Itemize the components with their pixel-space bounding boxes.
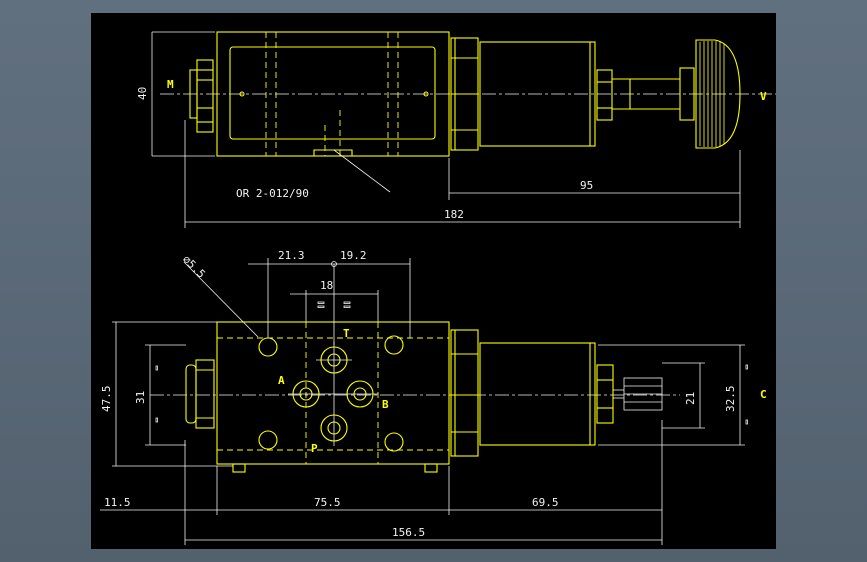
top-hex-nut bbox=[450, 37, 479, 151]
port-b-label: B bbox=[382, 398, 389, 411]
dim-75-5-label: 75.5 bbox=[314, 496, 341, 509]
top-stem bbox=[596, 69, 680, 121]
bottom-left-fitting bbox=[185, 359, 215, 429]
port-c-label: C bbox=[760, 388, 767, 401]
dim-95-label: 95 bbox=[580, 179, 593, 192]
bottom-view: ⌀5.5 21.3 19.2 18 bbox=[100, 249, 767, 545]
oring-label: OR 2-012/90 bbox=[236, 187, 309, 200]
dim-69-5-label: 69.5 bbox=[532, 496, 559, 509]
valve-drawing: 40 95 182 OR 2-012/90 M V bbox=[100, 31, 776, 545]
dim-156-5-label: 156.5 bbox=[392, 526, 425, 539]
dim-19-2-label: 19.2 bbox=[340, 249, 367, 262]
cad-drawing-canvas: 40 95 182 OR 2-012/90 M V bbox=[91, 13, 776, 549]
dim-21-3-label: 21.3 bbox=[278, 249, 305, 262]
dim-47-5-label: 47.5 bbox=[100, 386, 113, 413]
dim-40 bbox=[151, 31, 215, 157]
dim-bottom-bottom-view bbox=[100, 420, 663, 545]
dim-32-5-label: 32.5 bbox=[724, 386, 737, 413]
oring-leader bbox=[333, 149, 391, 193]
dim-top-bottom-view bbox=[248, 258, 411, 345]
port-m-label: M bbox=[167, 78, 174, 91]
dim-dia-label: ⌀5.5 bbox=[180, 253, 208, 281]
dim-left-bottom-view bbox=[112, 321, 233, 467]
bottom-main-body bbox=[216, 321, 450, 473]
port-a-label: A bbox=[278, 374, 285, 387]
top-left-fitting bbox=[189, 59, 214, 133]
dim-40-label: 40 bbox=[136, 87, 149, 100]
dim-right-bottom-view bbox=[598, 344, 748, 446]
port-p-label: P bbox=[311, 442, 318, 455]
dim-11-5-label: 11.5 bbox=[104, 496, 131, 509]
dim-18-label: 18 bbox=[320, 279, 333, 292]
bottom-cylinder bbox=[479, 342, 596, 446]
bottom-stem bbox=[596, 364, 663, 424]
top-view: 40 95 182 OR 2-012/90 M V bbox=[136, 31, 776, 228]
top-main-body bbox=[216, 31, 450, 193]
bottom-hex-nut bbox=[450, 329, 479, 457]
dim-95 bbox=[448, 150, 741, 228]
dim-182 bbox=[184, 120, 740, 228]
port-t-label: T bbox=[343, 327, 350, 340]
port-v-label: V bbox=[760, 90, 767, 103]
dia-leader bbox=[183, 261, 259, 338]
dim-182-label: 182 bbox=[444, 208, 464, 221]
top-cylinder bbox=[479, 41, 596, 147]
dim-31-label: 31 bbox=[134, 391, 147, 404]
dim-21-label: 21 bbox=[684, 392, 697, 405]
top-knob bbox=[679, 39, 741, 149]
